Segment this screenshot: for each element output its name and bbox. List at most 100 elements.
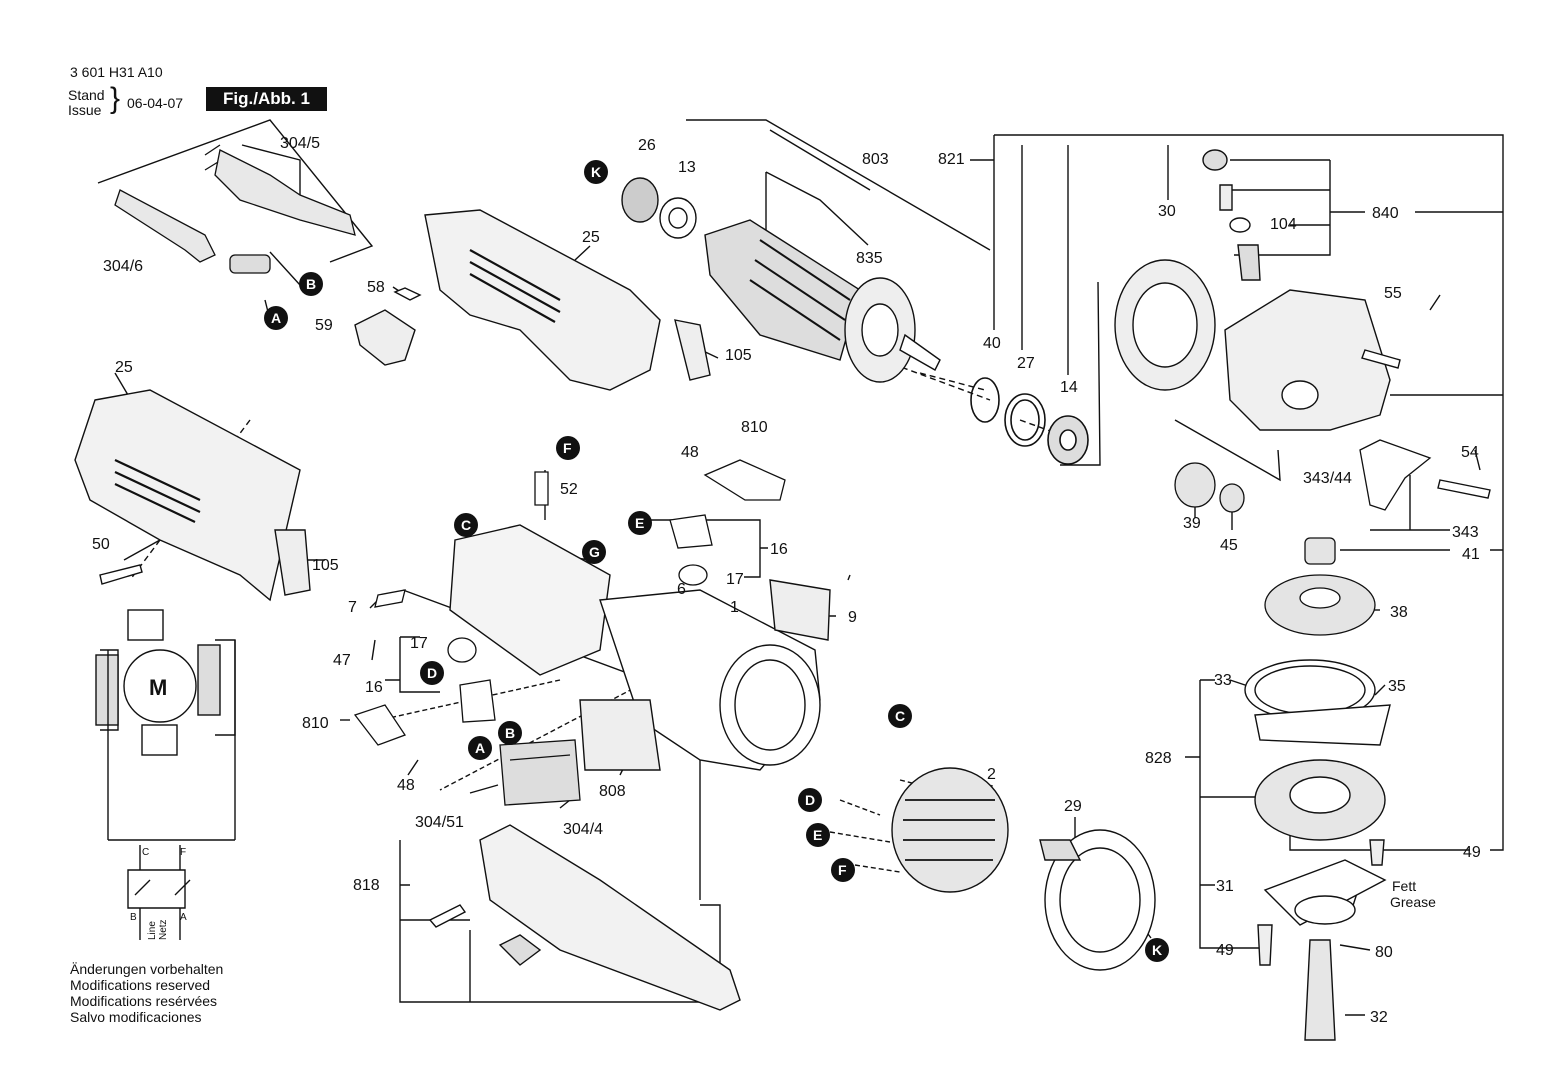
- label-803: 803: [862, 151, 889, 168]
- wire-label-a: A: [180, 912, 187, 923]
- bevel-gears: [1174, 439, 1432, 636]
- label-55: 55: [1384, 285, 1402, 302]
- label-38: 38: [1390, 604, 1408, 621]
- label-47: 47: [333, 652, 351, 669]
- callout-markers: K B A F C E G D B A C D E F K: [264, 160, 1169, 962]
- label-32: 32: [1370, 1009, 1388, 1026]
- label-818: 818: [353, 877, 380, 894]
- label-14: 14: [1060, 379, 1078, 396]
- label-840: 840: [1372, 205, 1399, 222]
- label-304-5: 304/5: [280, 135, 320, 152]
- label-810-top: 810: [741, 419, 768, 436]
- label-821: 821: [938, 151, 965, 168]
- callout-b-top: B: [306, 276, 316, 292]
- callout-e-top: E: [635, 515, 644, 531]
- label-52: 52: [560, 481, 578, 498]
- label-30: 30: [1158, 203, 1176, 220]
- label-80: 80: [1375, 944, 1393, 961]
- motor-housing-half-lower: [74, 389, 311, 602]
- armature: [621, 177, 941, 383]
- callout-e-right: E: [813, 827, 822, 843]
- label-25-lower: 25: [115, 359, 133, 376]
- callout-g: G: [589, 544, 600, 560]
- label-104: 104: [1270, 216, 1297, 233]
- label-40: 40: [983, 335, 1001, 352]
- issue-date: 06-04-07: [127, 95, 184, 111]
- bearing-rings: [970, 377, 1089, 465]
- label-105-lower: 105: [312, 557, 339, 574]
- label-41: 41: [1462, 546, 1480, 563]
- callout-k-top: K: [591, 164, 601, 180]
- label-343: 343: [1452, 524, 1479, 541]
- wire-label-line: Line: [147, 921, 158, 940]
- note-en: Modifications reserved: [70, 977, 211, 993]
- callout-b-bottom: B: [505, 725, 515, 741]
- label-16-top: 16: [770, 541, 788, 558]
- label-39: 39: [1183, 515, 1201, 532]
- callout-k-bottom: K: [1152, 942, 1162, 958]
- wire-label-c: C: [142, 847, 149, 858]
- label-48-top: 48: [681, 444, 699, 461]
- label-59: 59: [315, 317, 333, 334]
- label-26: 26: [638, 137, 656, 154]
- label-828: 828: [1145, 750, 1172, 767]
- part-number: 3 601 H31 A10: [70, 64, 163, 80]
- callout-a-bottom: A: [475, 740, 485, 756]
- stand-label: Stand: [68, 87, 105, 103]
- label-58: 58: [367, 279, 385, 296]
- wire-label-netz: Netz: [158, 919, 169, 940]
- label-50: 50: [92, 536, 110, 553]
- label-810-bottom: 810: [302, 715, 329, 732]
- gear-housing: [1114, 149, 1491, 499]
- label-29: 29: [1064, 798, 1082, 815]
- label-49-right: 49: [1463, 844, 1481, 861]
- callout-c-right: C: [895, 708, 905, 724]
- part-labels: 304/5 304/6 26 13 803 821 30 840 104 25 …: [92, 135, 1481, 1026]
- field-housing: [449, 524, 831, 771]
- wire-label-f: F: [180, 847, 186, 858]
- label-25-top: 25: [582, 229, 600, 246]
- label-17-top: 17: [726, 571, 744, 588]
- field-coil: [891, 767, 1156, 971]
- bottom-housing: [428, 824, 741, 1011]
- callout-c-top: C: [461, 517, 471, 533]
- label-304-6: 304/6: [103, 258, 143, 275]
- label-2: 2: [987, 766, 996, 783]
- label-49-bottom: 49: [1216, 942, 1234, 959]
- label-7: 7: [348, 599, 357, 616]
- label-54: 54: [1461, 444, 1479, 461]
- label-304-51: 304/51: [415, 814, 464, 831]
- label-grease: Grease: [1390, 894, 1436, 910]
- wiring-diagram: [95, 609, 236, 940]
- label-16-lower: 16: [365, 679, 383, 696]
- label-9: 9: [848, 609, 857, 626]
- callout-f-right: F: [838, 862, 847, 878]
- label-35: 35: [1388, 678, 1406, 695]
- issue-label: Issue: [68, 102, 102, 118]
- label-304-4: 304/4: [563, 821, 603, 838]
- label-343-44: 343/44: [1303, 470, 1352, 487]
- label-6: 6: [677, 581, 686, 598]
- label-45: 45: [1220, 537, 1238, 554]
- wire-label-b: B: [130, 912, 137, 923]
- label-31: 31: [1216, 878, 1234, 895]
- brace-glyph: }: [110, 82, 121, 115]
- figure-badge: Fig./Abb. 1: [206, 87, 327, 111]
- switch-parts: [353, 459, 786, 806]
- motor-symbol-label: M: [149, 675, 167, 700]
- label-105-top: 105: [725, 347, 752, 364]
- label-33: 33: [1214, 672, 1232, 689]
- modification-notes: Änderungen vorbehalten Modifications res…: [70, 961, 223, 1025]
- callout-d-left: D: [427, 665, 437, 681]
- label-13: 13: [678, 159, 696, 176]
- label-48-bottom: 48: [397, 777, 415, 794]
- motor-housing-half-upper: [354, 209, 711, 391]
- cord-set-part: [114, 144, 356, 274]
- label-835: 835: [856, 250, 883, 267]
- label-27: 27: [1017, 355, 1035, 372]
- label-1: 1: [730, 599, 739, 616]
- label-fett: Fett: [1392, 878, 1416, 894]
- label-808: 808: [599, 783, 626, 800]
- note-es: Salvo modificaciones: [70, 1009, 202, 1025]
